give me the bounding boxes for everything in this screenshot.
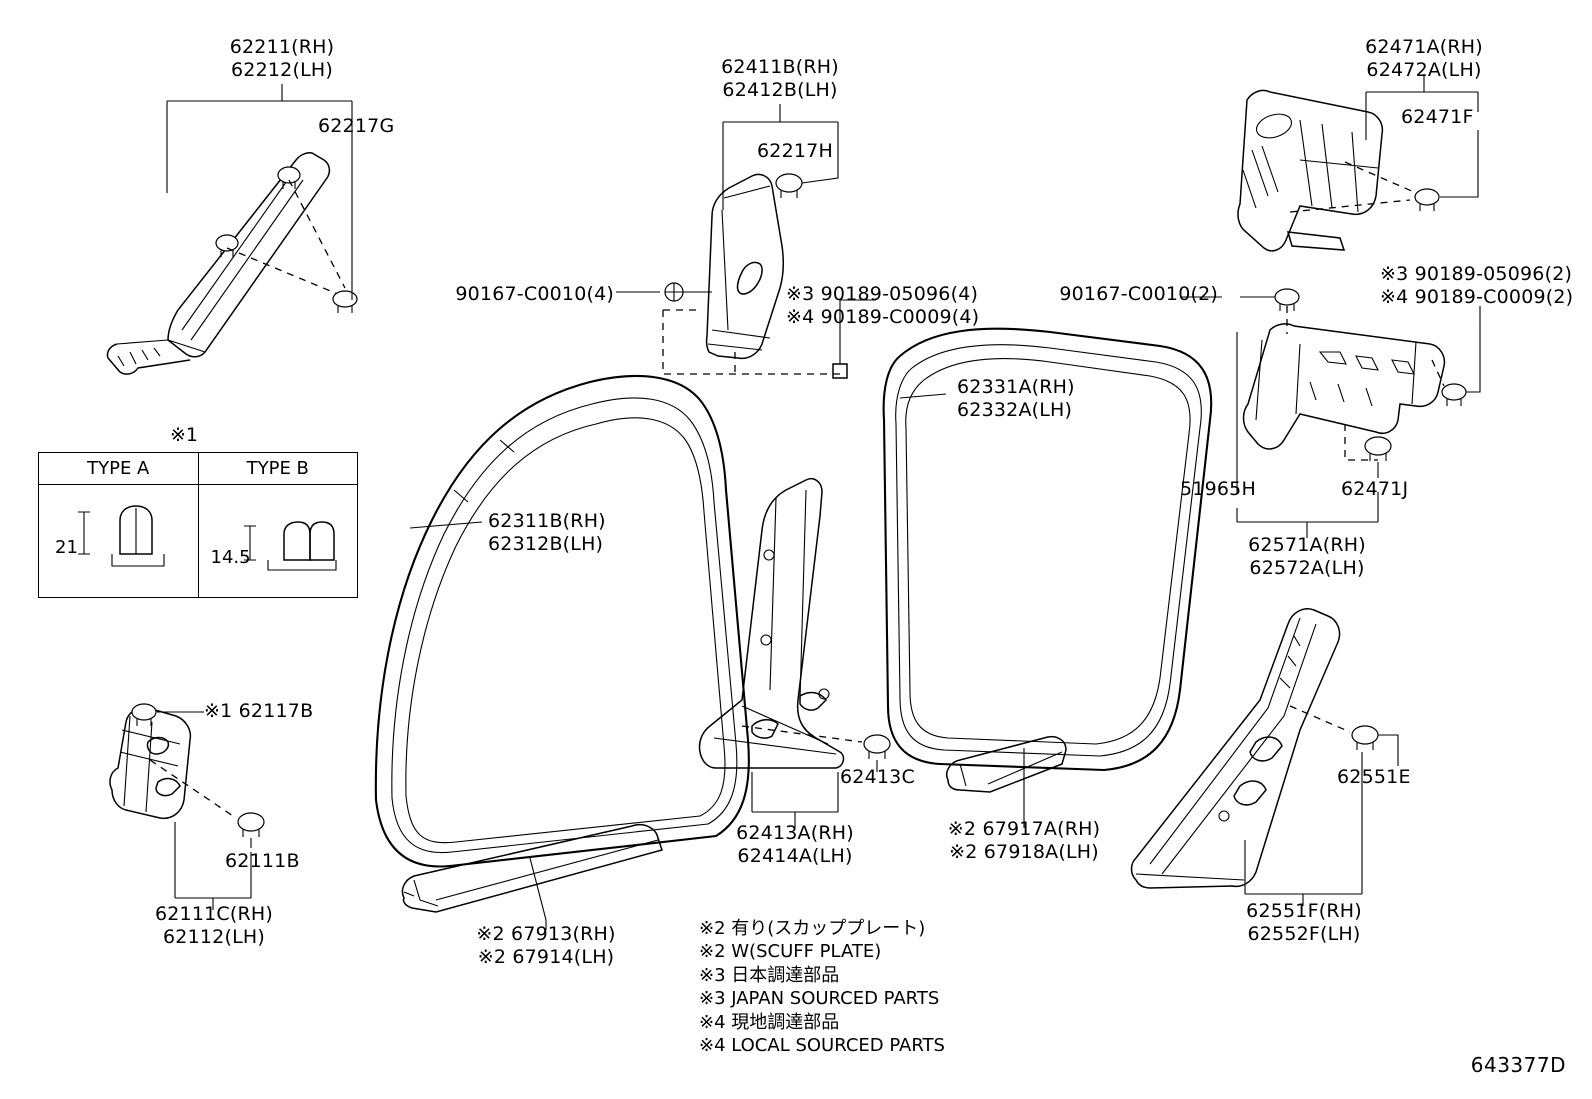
type-b-header: TYPE B (197, 452, 358, 485)
diagram-id: 643377D (1470, 1053, 1566, 1077)
label-62551F: 62551F(RH) 62552F(LH) (1246, 900, 1362, 946)
label-62471A: 62471A(RH) 62472A(LH) (1365, 36, 1483, 82)
type-table-note: ※1 (170, 424, 199, 446)
type-b-cell: 14.5 (197, 484, 358, 598)
label-62217H: 62217H (757, 140, 833, 162)
label-62411B: 62411B(RH) 62412B(LH) (721, 56, 839, 102)
label-62117B: ※1 62117B (204, 700, 314, 722)
label-67917A: ※2 67917A(RH) ※2 67918A(LH) (947, 818, 1101, 864)
label-51965H: 51965H (1180, 478, 1256, 500)
label-90167-left: 90167-C0010(4) (455, 283, 614, 305)
label-62551E: 62551E (1337, 766, 1411, 788)
type-a-cell: 21 (38, 484, 199, 598)
label-90189-left: ※3 90189-05096(4) ※4 90189-C0009(4) (786, 283, 980, 329)
label-62471J: 62471J (1341, 478, 1409, 500)
legend-notes: ※2 有り(スカッププレート) ※2 W(SCUFF PLATE) ※3 日本調… (699, 918, 945, 1056)
type-b-value: 14.5 (210, 547, 251, 568)
type-table: TYPE A TYPE B 21 14.5 (38, 452, 358, 598)
label-62211: 62211(RH) 62212(LH) (229, 36, 335, 82)
label-62311B: 62311B(RH) 62312B(LH) (488, 510, 606, 556)
label-62111C: 62111C(RH) 62112(LH) (154, 903, 274, 949)
label-62571A: 62571A(RH) 62572A(LH) (1248, 534, 1366, 580)
label-90167-right: 90167-C0010(2) (1059, 283, 1218, 305)
label-67913: ※2 67913(RH) ※2 67914(LH) (476, 923, 616, 969)
label-62471F: 62471F (1401, 106, 1474, 128)
type-a-header: TYPE A (38, 452, 199, 485)
label-62111B: 62111B (225, 850, 300, 872)
label-62331A: 62331A(RH) 62332A(LH) (957, 376, 1075, 422)
type-a-value: 21 (55, 537, 78, 558)
label-62413A: 62413A(RH) 62414A(LH) (736, 822, 854, 868)
label-90189-right: ※3 90189-05096(2) ※4 90189-C0009(2) (1380, 263, 1574, 309)
label-62217G: 62217G (318, 115, 395, 137)
label-62413C: 62413C (840, 766, 915, 788)
